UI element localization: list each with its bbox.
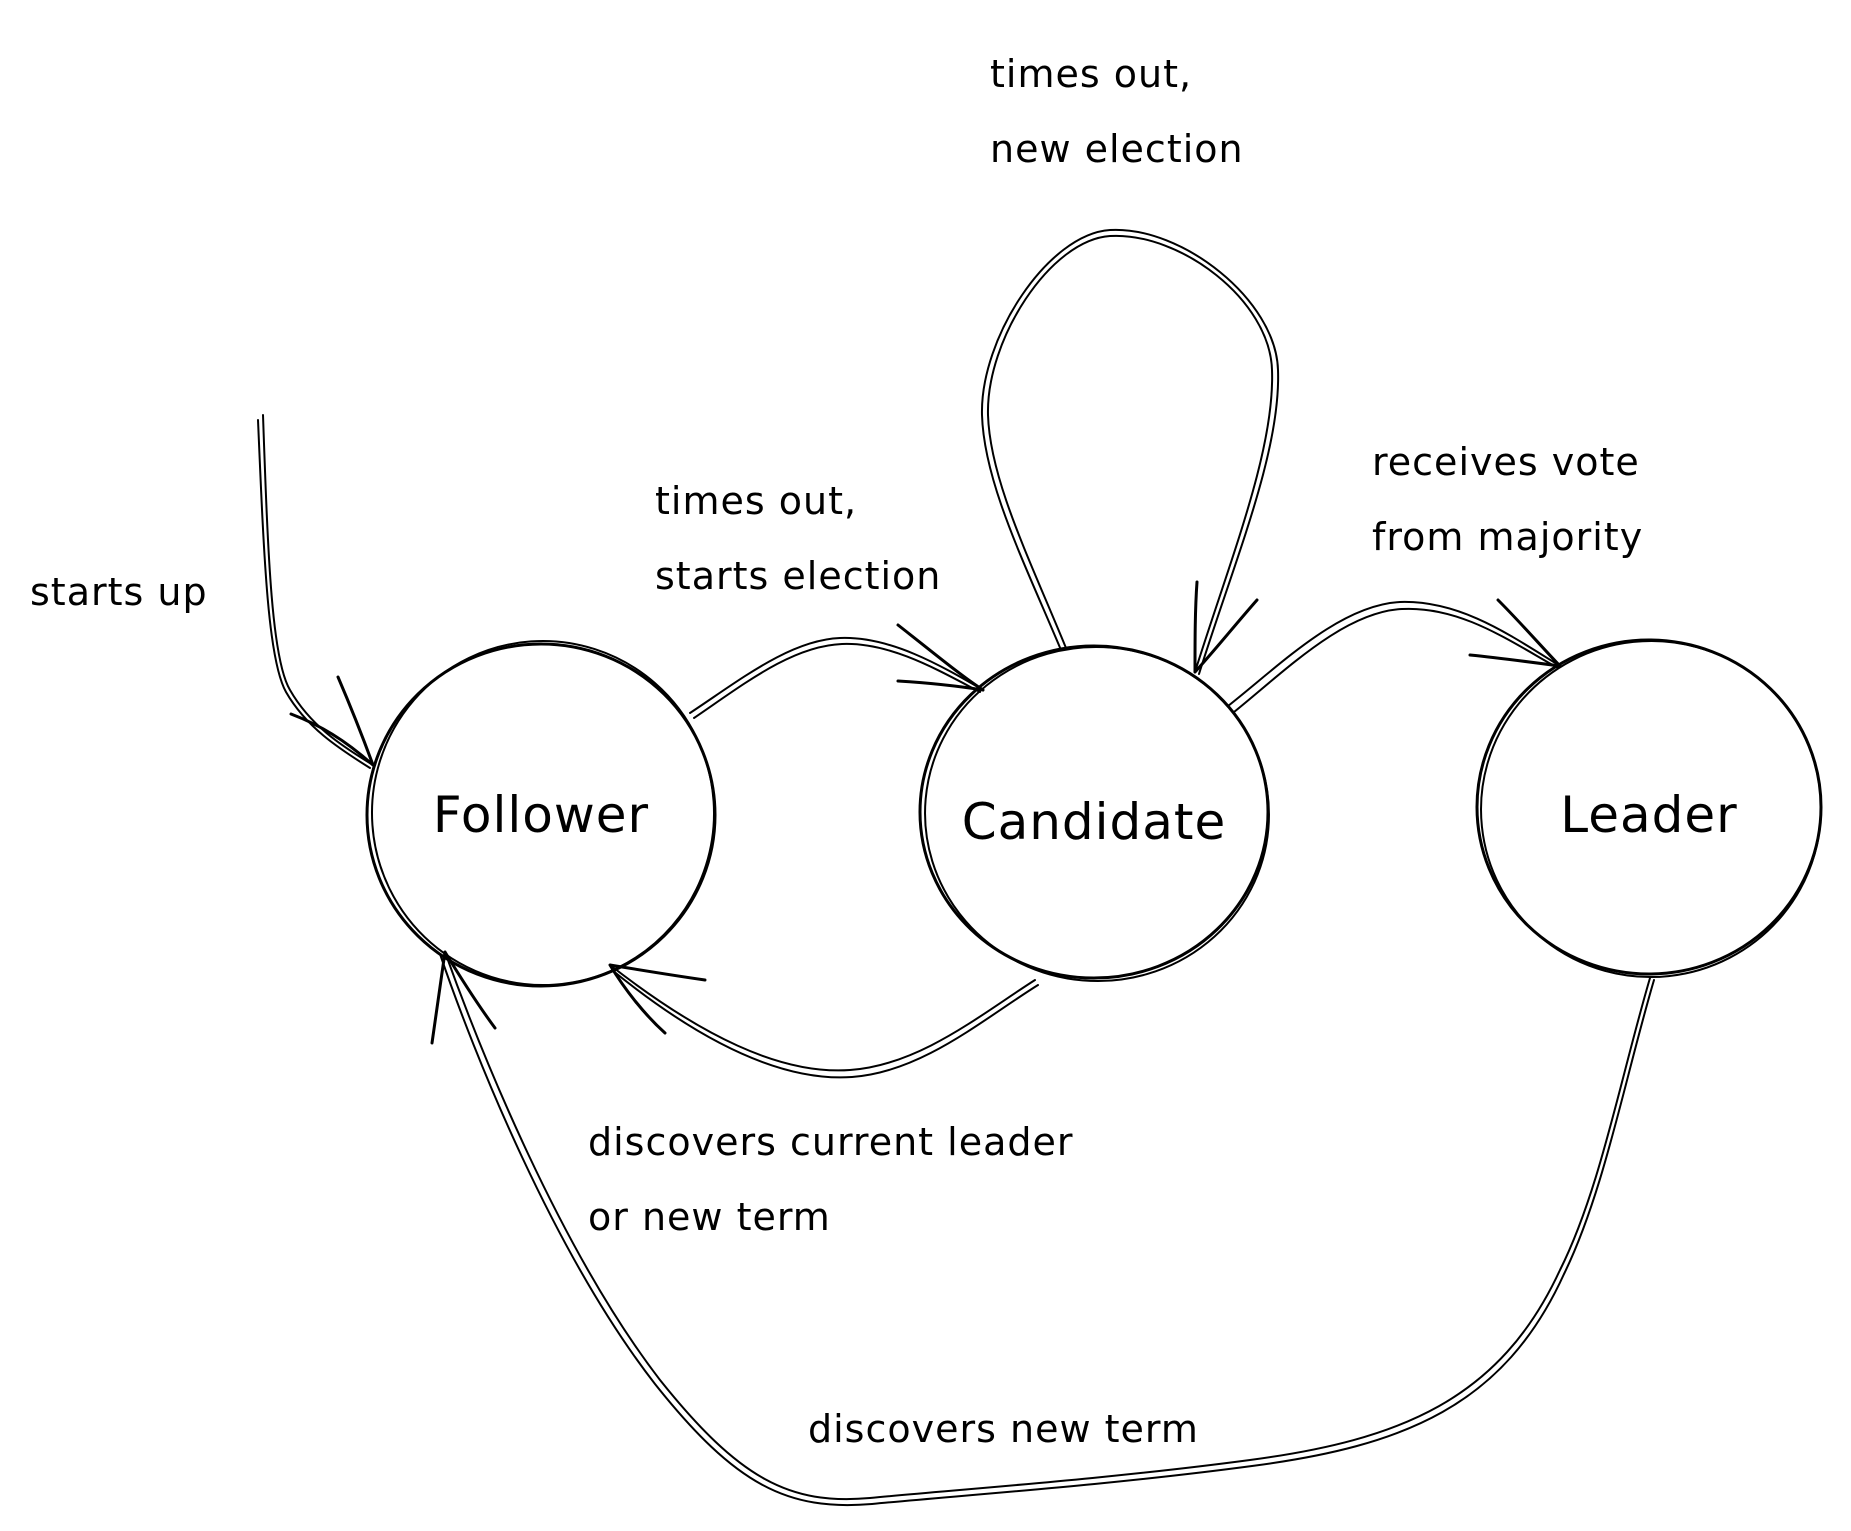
edge-label-start: starts up [30, 573, 208, 648]
edge-follower-candidate [689, 623, 985, 719]
arrowhead-candidate-leader [1468, 598, 1562, 668]
edge-candidate-self [980, 228, 1280, 675]
edge-label-line: discovers new term [808, 1407, 1199, 1451]
arrowhead-start [289, 675, 375, 767]
edge-label-line: discovers current leader [588, 1120, 1074, 1164]
edge-start [257, 414, 375, 769]
arrowhead-follower-candidate [896, 623, 985, 692]
arrowhead-candidate-follower [608, 963, 707, 1035]
arrowhead-candidate-self [1193, 580, 1259, 674]
edge-label-line: new election [990, 127, 1244, 171]
node-label-candidate: Candidate [961, 793, 1227, 851]
edge-label-follower-candidate: times out, starts election [655, 482, 941, 632]
edge-label-line: times out, [655, 479, 858, 523]
node-follower[interactable] [360, 629, 725, 996]
node-leader[interactable] [1464, 624, 1837, 994]
arrowhead-leader-follower [430, 950, 497, 1045]
node-label-leader: Leader [1560, 786, 1738, 844]
edge-label-candidate-leader: receives vote from majority [1372, 443, 1643, 593]
edge-label-line: starts election [655, 554, 942, 598]
edge-candidate-follower [608, 963, 1039, 1079]
edge-label-line: times out, [990, 52, 1193, 96]
edge-label-line: receives vote [1372, 440, 1640, 484]
edge-label-line: starts up [30, 570, 208, 614]
node-candidate[interactable] [911, 633, 1283, 996]
node-label-follower: Follower [432, 786, 650, 844]
edge-label-line: from majority [1372, 515, 1644, 559]
edge-label-line: or new term [588, 1195, 831, 1239]
edge-label-leader-follower: discovers new term [808, 1410, 1199, 1485]
edge-leader-follower [430, 950, 1655, 1507]
edge-label-candidate-self: times out, new election [990, 55, 1244, 205]
edge-label-candidate-follower: discovers current leader or new term [588, 1123, 1074, 1273]
edge-candidate-leader [1227, 598, 1562, 713]
